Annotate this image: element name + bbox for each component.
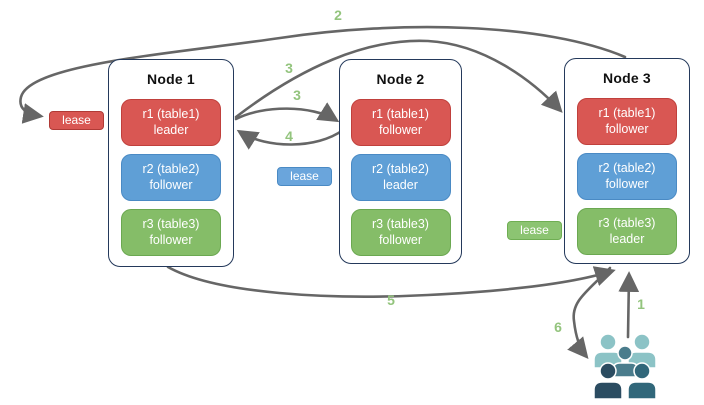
replica-role: follower (378, 122, 423, 137)
replica-role: follower (605, 176, 649, 191)
node-3-title: Node 3 (603, 70, 651, 86)
step-label-2: 2 (334, 7, 342, 23)
arrow-1-users-to-node3 (618, 271, 640, 339)
person-front-right (627, 362, 657, 400)
node-2-title: Node 2 (376, 71, 425, 87)
step-label-3a: 3 (285, 60, 293, 76)
node2-replica-r3: r3 (table3) follower (350, 209, 451, 256)
step-label-1: 1 (637, 296, 645, 312)
replica-role: follower (149, 232, 193, 247)
replica-name: r3 (table3) (142, 216, 200, 231)
replica-name: r1 (table1) (142, 106, 200, 121)
replica-role: follower (605, 121, 649, 136)
replica-role: leader (383, 177, 418, 192)
node3-replica-r1: r1 (table1) follower (577, 98, 677, 145)
node3-replica-r2: r2 (table2) follower (577, 153, 677, 200)
node2-replica-r2: r2 (table2) leader (350, 154, 451, 201)
replica-name: r2 (table2) (142, 161, 200, 176)
replica-name: r2 (table2) (598, 160, 656, 175)
step-label-4: 4 (285, 128, 293, 144)
step-label-3b: 3 (293, 87, 301, 103)
replica-name: r2 (table2) (372, 161, 429, 176)
lease-badge-red: lease (49, 111, 104, 130)
person-front-left (593, 362, 623, 400)
lease-badge-blue: lease (277, 167, 332, 186)
replica-name: r3 (table3) (598, 215, 656, 230)
node1-replica-r3: r3 (table3) follower (121, 209, 221, 256)
node1-replica-r1: r1 (table1) leader (121, 99, 221, 146)
replica-role: follower (149, 177, 193, 192)
node-1-title: Node 1 (147, 71, 195, 87)
replica-name: r1 (table1) (598, 105, 656, 120)
node-3: Node 3 r1 (table1) follower r2 (table2) … (564, 58, 690, 264)
lease-badge-green: lease (507, 221, 562, 240)
users-group-icon (593, 333, 657, 400)
replica-role: leader (153, 122, 189, 137)
node-1: Node 1 r1 (table1) leader r2 (table2) fo… (108, 59, 234, 267)
arrow-3-node1-to-node2 (234, 102, 340, 123)
replica-role: follower (378, 232, 423, 247)
replica-name: r3 (table3) (372, 216, 429, 231)
node2-replica-r1: r1 (table1) follower (350, 99, 451, 146)
step-label-6: 6 (554, 319, 562, 335)
replica-role: leader (609, 231, 645, 246)
node-2: Node 2 r1 (table1) follower r2 (table2) … (339, 59, 462, 264)
replica-name: r1 (table1) (372, 106, 429, 121)
node1-replica-r2: r2 (table2) follower (121, 154, 221, 201)
step-label-5: 5 (387, 292, 395, 308)
node3-replica-r3: r3 (table3) leader (577, 208, 677, 255)
